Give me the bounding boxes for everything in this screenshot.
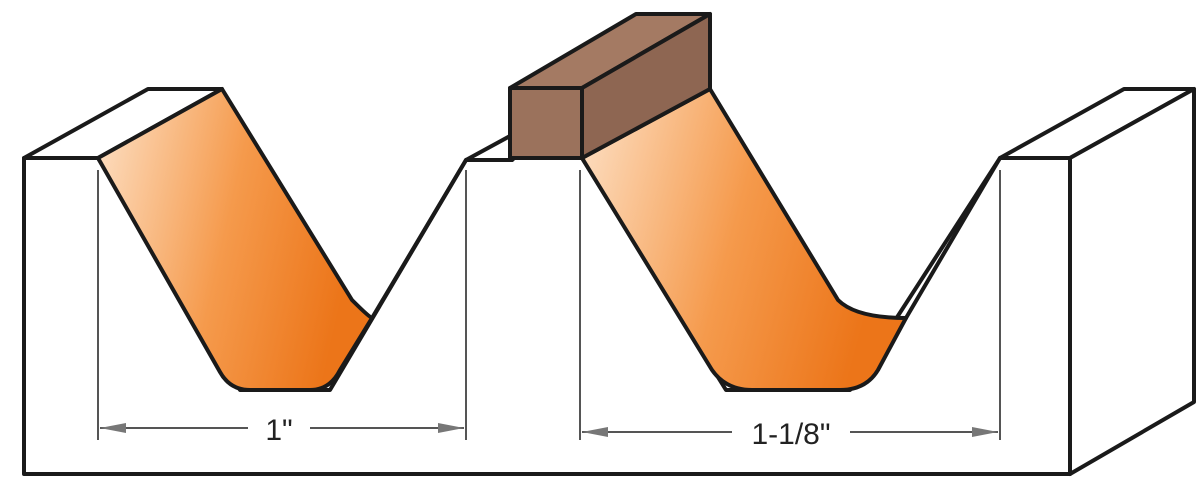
left-dimension-arrow-start [100,423,126,433]
right-groove-width-label: 1-1/8" [751,418,830,451]
left-groove-cut [96,87,374,392]
left-dimension-arrow-end [438,423,464,433]
right-dimension-arrow-start [582,427,608,437]
right-groove-cut [580,87,908,392]
left-groove-width-label: 1" [265,414,292,447]
wood-block-side [580,12,712,160]
left-groove-right-wall [370,158,468,320]
right-dimension-arrow-end [972,427,998,437]
wood-block-front [508,86,584,160]
right-groove-right-wall [904,156,1002,320]
workpiece-right-side [1068,87,1196,476]
